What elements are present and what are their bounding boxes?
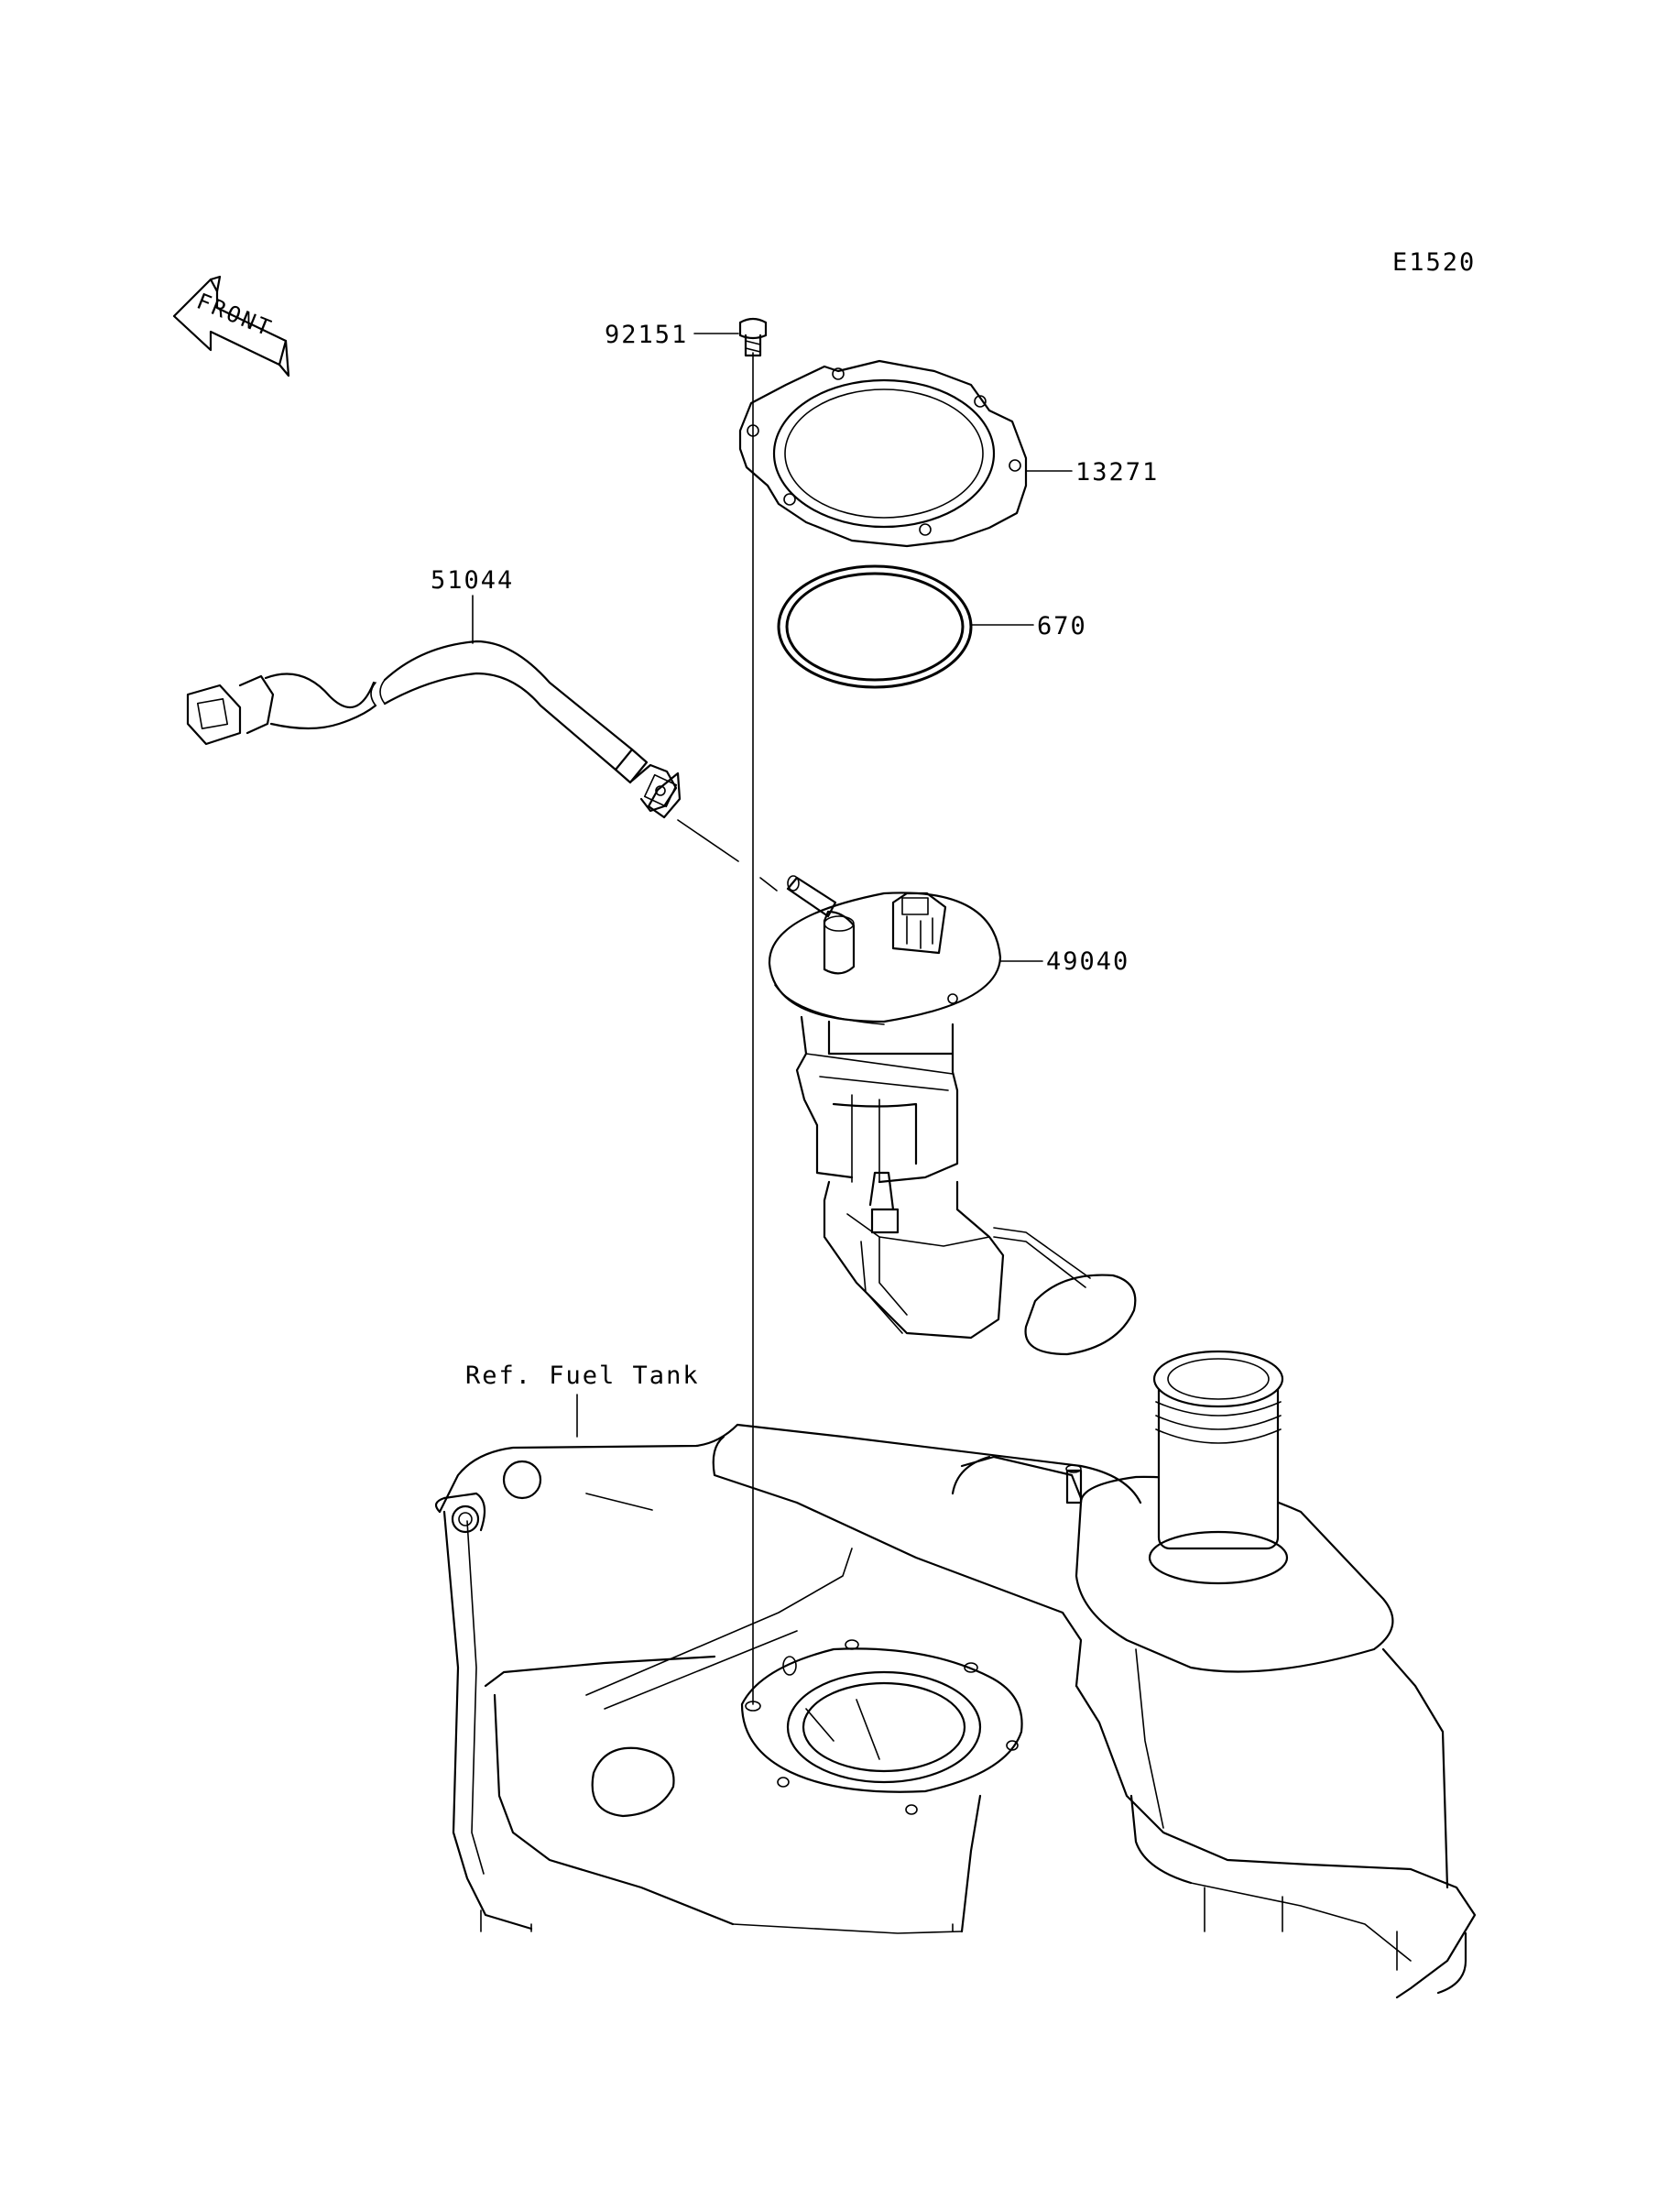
bolt-92151 <box>738 317 768 357</box>
hose-connection-line <box>677 819 739 862</box>
callout-670: 670 <box>1037 612 1087 640</box>
callout-13271: 13271 <box>1075 458 1159 487</box>
fuel-pump-49040 <box>768 875 1137 1356</box>
diagram-code: E1520 <box>1392 248 1476 277</box>
ref-fuel-tank-label: Ref. Fuel Tank <box>465 1362 700 1390</box>
callout-92151: 92151 <box>605 321 688 349</box>
front-arrow-icon: FRONT <box>172 275 290 377</box>
front-label: FRONT <box>193 289 277 343</box>
callout-49040: 49040 <box>1046 947 1129 976</box>
fuel-tank-reference <box>434 1350 1477 1999</box>
plate-13271 <box>738 359 1028 548</box>
oring-670 <box>777 564 973 689</box>
callout-51044: 51044 <box>431 566 514 595</box>
hose-51044 <box>186 640 682 819</box>
